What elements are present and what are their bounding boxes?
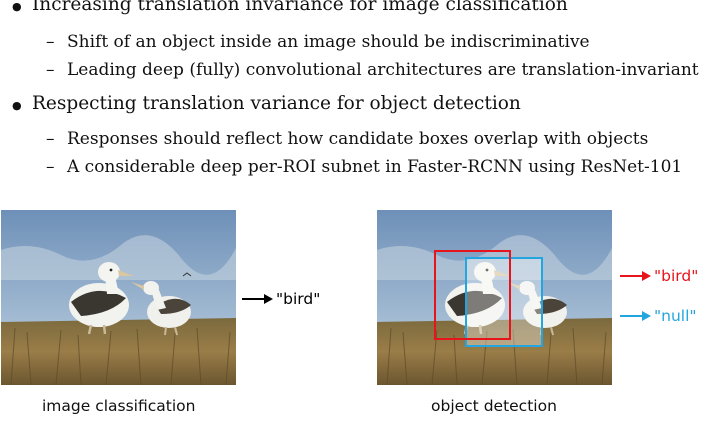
bullet-text: Increasing translation invariance for im…	[32, 0, 568, 15]
sub-bullet-text: Responses should reflect how candidate b…	[67, 129, 649, 149]
sub-bullet-text: A considerable deep per-ROI subnet in Fa…	[67, 157, 683, 177]
detection-photo	[377, 210, 612, 385]
dash-icon: –	[46, 129, 55, 149]
classification-arrow-icon	[242, 294, 273, 304]
blue-candidate-box	[465, 257, 543, 347]
sub-bullet-text: Shift of an object inside an image shoul…	[67, 32, 590, 52]
bullet-dot-icon: ●	[12, 99, 22, 112]
detection-null-label: "null"	[654, 307, 697, 325]
sub-bullet-text: Leading deep (fully) convolutional archi…	[67, 60, 699, 80]
classification-photo	[1, 210, 236, 385]
red-candidate-box	[434, 250, 511, 340]
detection-bird-arrow-icon	[620, 271, 651, 281]
dash-icon: –	[46, 157, 55, 177]
detection-caption: object detection	[431, 397, 557, 415]
classification-caption: image classification	[42, 397, 196, 415]
classification-output-label: "bird"	[276, 290, 321, 308]
bird-shape	[69, 262, 134, 335]
detection-bird-label: "bird"	[654, 267, 699, 285]
dash-icon: –	[46, 32, 55, 52]
bullet-text: Respecting translation variance for obje…	[32, 93, 521, 114]
bullet-dot-icon: ●	[12, 0, 22, 13]
dash-icon: –	[46, 60, 55, 80]
detection-null-arrow-icon	[620, 311, 651, 321]
